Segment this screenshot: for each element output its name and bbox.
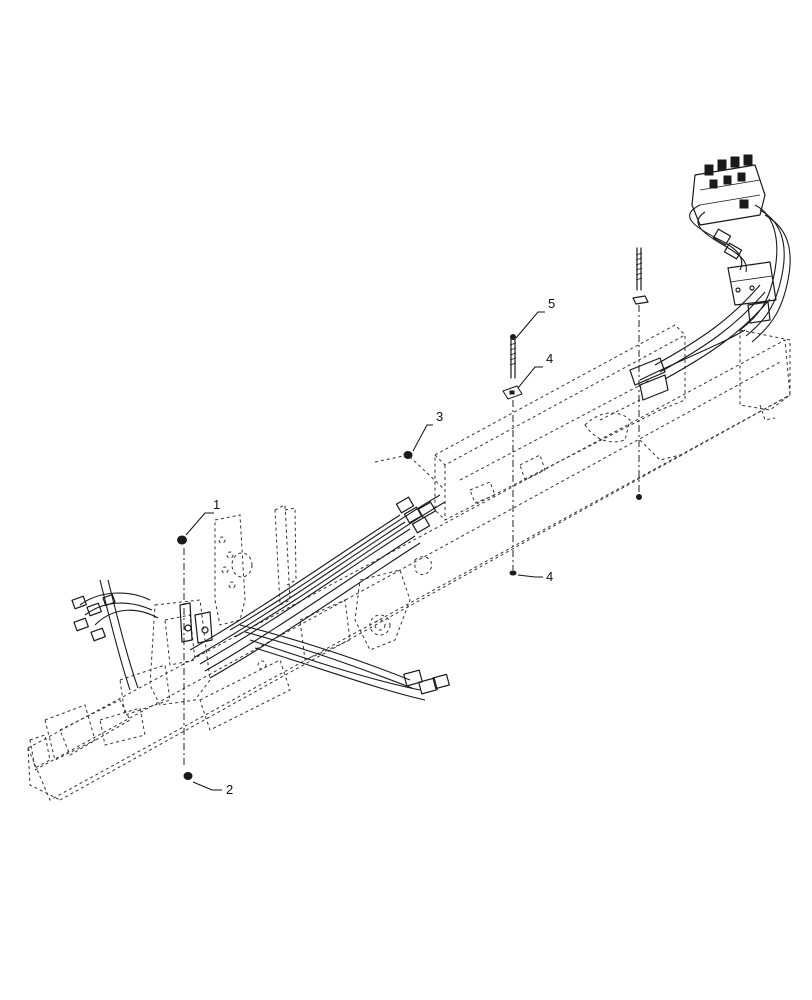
nut-part-4-lower xyxy=(509,570,517,576)
mid-mount-bracket xyxy=(257,569,411,670)
callout-4-bottom: 4 xyxy=(546,569,553,584)
bolt-part-5 xyxy=(509,334,517,379)
callout-3: 3 xyxy=(436,409,443,424)
hydraulic-hose-bundle xyxy=(189,494,450,701)
nut-part-1 xyxy=(177,535,187,765)
right-mount-bolt xyxy=(632,247,649,500)
plate-part-4-upper xyxy=(502,385,523,400)
boom-arm xyxy=(414,324,686,576)
left-hose-fittings xyxy=(71,579,159,691)
left-valve-block xyxy=(99,599,213,746)
left-mount-plates xyxy=(214,504,297,626)
nut-part-3 xyxy=(374,451,446,491)
callout-5: 5 xyxy=(548,296,555,311)
callout-1: 1 xyxy=(213,497,220,512)
nut-part-2 xyxy=(183,772,193,780)
upper-hose-run xyxy=(629,284,771,401)
upper-right-valve-bank xyxy=(689,154,791,343)
callout-4-top: 4 xyxy=(546,351,553,366)
callout-leaders xyxy=(185,311,545,791)
frame-beam xyxy=(27,329,791,801)
callout-2: 2 xyxy=(226,782,233,797)
